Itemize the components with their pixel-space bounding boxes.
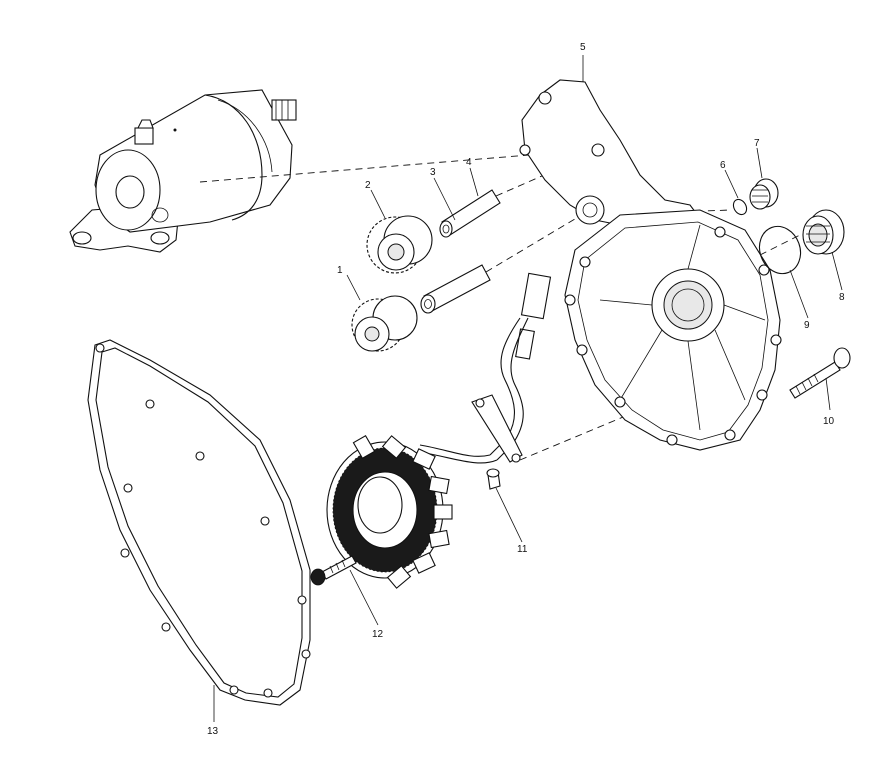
plug-7	[749, 178, 779, 210]
stator	[326, 434, 453, 589]
gear-2	[366, 215, 433, 274]
callout-12: 12	[372, 629, 384, 640]
wire-harness	[419, 272, 552, 464]
o-ring-6	[732, 198, 748, 216]
gear-1	[351, 295, 418, 352]
callout-6: 6	[720, 160, 726, 171]
callout-5: 5	[580, 42, 586, 53]
plug-8	[802, 209, 845, 255]
shaft-4	[439, 189, 501, 238]
bolt-12	[310, 555, 357, 586]
callout-9: 9	[804, 320, 810, 331]
callout-7: 7	[754, 138, 760, 149]
callout-13: 13	[207, 726, 219, 737]
callout-3: 3	[430, 167, 436, 178]
shaft-3	[420, 264, 491, 314]
leader-lines	[213, 55, 843, 722]
bolt-10	[789, 347, 851, 399]
o-ring-9	[758, 225, 802, 275]
callout-11: 11	[517, 544, 528, 555]
callout-2: 2	[365, 180, 371, 191]
starter-motor	[69, 89, 297, 253]
crankcase-cover	[519, 79, 782, 451]
callout-labels: 1 2 3 4 5 6 7 8 9 10 11 12 13	[207, 42, 845, 737]
callout-1: 1	[337, 265, 343, 276]
callout-8: 8	[839, 292, 845, 303]
callout-4: 4	[466, 157, 472, 168]
callout-10: 10	[823, 416, 835, 427]
screw-11	[486, 468, 501, 490]
gasket	[87, 339, 311, 706]
